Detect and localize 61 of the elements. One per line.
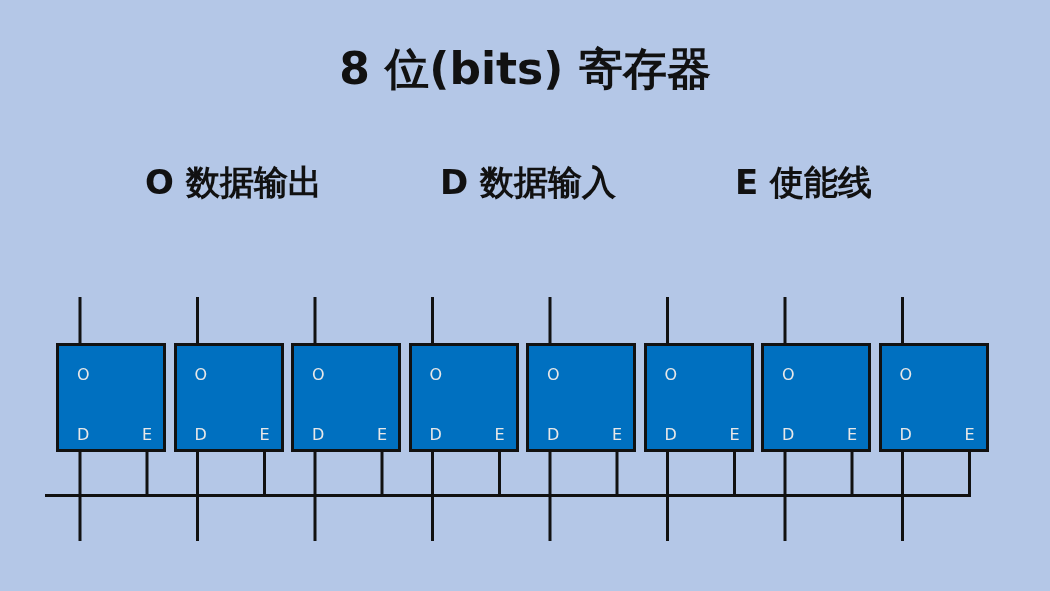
output-wire	[431, 297, 434, 343]
enable-pin-label: E	[964, 426, 975, 444]
output-pin-label: O	[547, 366, 560, 384]
enable-wire	[850, 452, 854, 494]
title: 8 位(bits) 寄存器	[338, 42, 712, 96]
enable-wire	[615, 452, 619, 494]
enable-pin-label: E	[377, 426, 388, 444]
output-wire	[783, 297, 787, 343]
register-cell	[761, 343, 871, 452]
register-cell	[526, 343, 636, 452]
output-pin-label: O	[782, 366, 795, 384]
enable-wire	[145, 452, 149, 494]
enable-pin-label: E	[847, 426, 858, 444]
data-pin-label: D	[664, 426, 677, 444]
enable-wire	[380, 452, 384, 494]
register-cell	[291, 343, 401, 452]
output-pin-label: O	[899, 366, 913, 384]
input-wire	[78, 452, 82, 541]
output-wire	[78, 297, 82, 343]
data-pin-label: D	[77, 426, 90, 444]
output-wire	[548, 297, 552, 343]
input-wire	[783, 452, 787, 541]
legend-text: D 数据输入	[440, 161, 617, 204]
output-pin-label: O	[429, 366, 443, 384]
input-wire	[196, 452, 199, 541]
legend-text: O 数据输出	[145, 161, 322, 204]
enable-pin-label: E	[259, 426, 270, 444]
enable-wire	[263, 452, 266, 494]
register-cell	[173, 343, 284, 452]
enable-pin-label: E	[142, 426, 153, 444]
output-wire	[901, 297, 904, 343]
register-cell	[408, 343, 519, 452]
legend-text: E 使能线	[735, 161, 873, 204]
enable-wire	[968, 452, 971, 494]
data-pin-label: D	[194, 426, 207, 444]
data-pin-label: D	[312, 426, 325, 444]
register-cell	[643, 343, 754, 452]
output-pin-label: O	[312, 366, 325, 384]
bus-line	[45, 494, 971, 497]
input-wire	[313, 452, 317, 541]
output-pin-label: O	[664, 366, 678, 384]
data-pin-label: D	[547, 426, 560, 444]
data-pin-label: D	[429, 426, 442, 444]
output-wire	[196, 297, 199, 343]
register-cell	[56, 343, 166, 452]
output-pin-label: O	[77, 366, 90, 384]
enable-pin-label: E	[612, 426, 623, 444]
output-wire	[313, 297, 317, 343]
output-pin-label: O	[194, 366, 208, 384]
input-wire	[548, 452, 552, 541]
data-pin-label: D	[782, 426, 795, 444]
output-wire	[666, 297, 669, 343]
enable-pin-label: E	[494, 426, 505, 444]
input-wire	[666, 452, 669, 541]
data-pin-label: D	[899, 426, 912, 444]
input-wire	[431, 452, 434, 541]
enable-wire	[498, 452, 501, 494]
enable-pin-label: E	[729, 426, 740, 444]
input-wire	[901, 452, 904, 541]
register-cell	[878, 343, 989, 452]
enable-wire	[733, 452, 736, 494]
